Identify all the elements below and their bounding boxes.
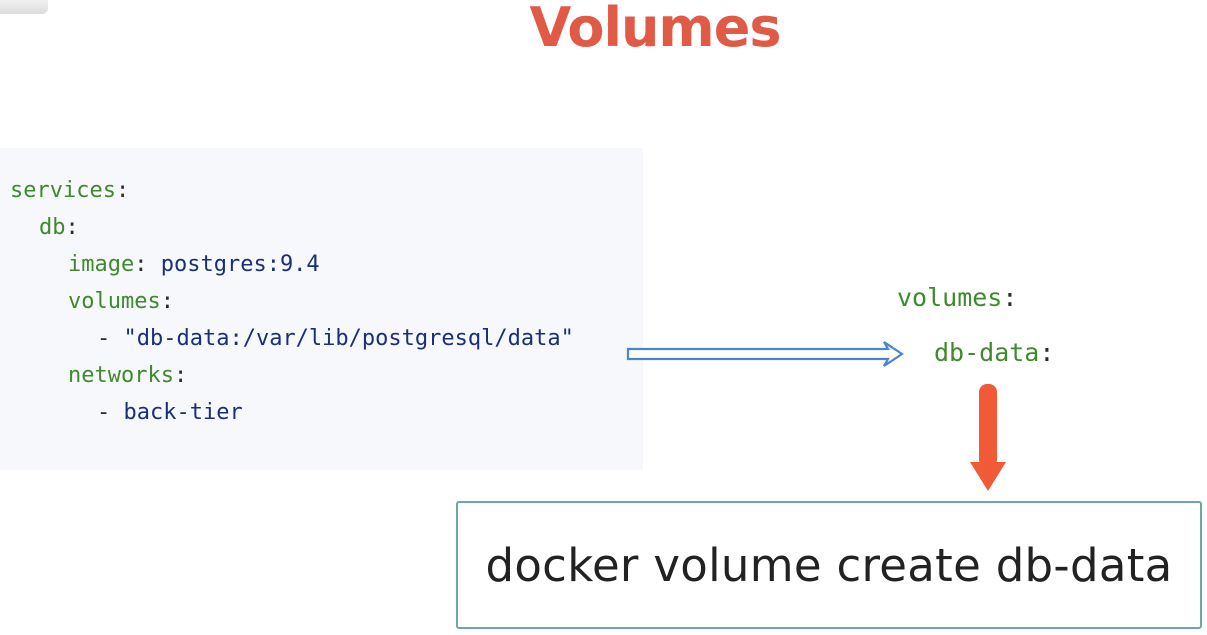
code-punct: : [1039, 338, 1055, 367]
down-arrow-head [970, 462, 1006, 491]
code-line-services: services: [10, 180, 129, 202]
code-key: volumes [897, 283, 1003, 312]
code-key: image [68, 252, 135, 277]
code-key: services [10, 178, 116, 203]
code-punct: : [65, 215, 79, 240]
volume-name-key: db-data: [934, 340, 1054, 365]
code-line-image: image: postgres:9.4 [68, 254, 320, 276]
code-punct: : [160, 289, 174, 314]
code-punct: : [115, 178, 130, 203]
code-punct: - [97, 326, 124, 351]
code-value: back-tier [123, 400, 243, 425]
code-line-volumes: volumes: [68, 291, 174, 313]
code-key: db [39, 215, 66, 240]
command-box: docker volume create db-data [456, 501, 1202, 629]
code-punct: : [134, 252, 161, 277]
slide-title: Volumes [529, 0, 782, 59]
down-arrow-shaft [979, 384, 997, 468]
outline-arrow-shape [626, 341, 904, 367]
code-punct: - [97, 400, 124, 425]
code-punct: : [1002, 283, 1018, 312]
code-line-networks: networks: [68, 365, 187, 387]
compose-code-panel: services: db: image: postgres:9.4 volume… [0, 148, 643, 470]
code-line-db: db: [39, 217, 79, 239]
corner-fragment [0, 0, 48, 14]
down-arrow-icon [970, 384, 1006, 491]
code-key: networks [68, 363, 174, 388]
code-key: volumes [68, 289, 161, 314]
outline-arrow-icon [626, 341, 904, 367]
top-level-volumes-key: volumes: [897, 285, 1017, 310]
command-text: docker volume create db-data [485, 538, 1173, 592]
code-value: postgres:9.4 [160, 252, 320, 277]
code-value: "db-data:/var/lib/postgresql/data" [123, 326, 574, 351]
code-line-network-item: - back-tier [97, 402, 243, 424]
code-key: db-data [934, 338, 1040, 367]
code-line-volume-mount: - "db-data:/var/lib/postgresql/data" [97, 328, 574, 350]
code-punct: : [173, 363, 188, 388]
